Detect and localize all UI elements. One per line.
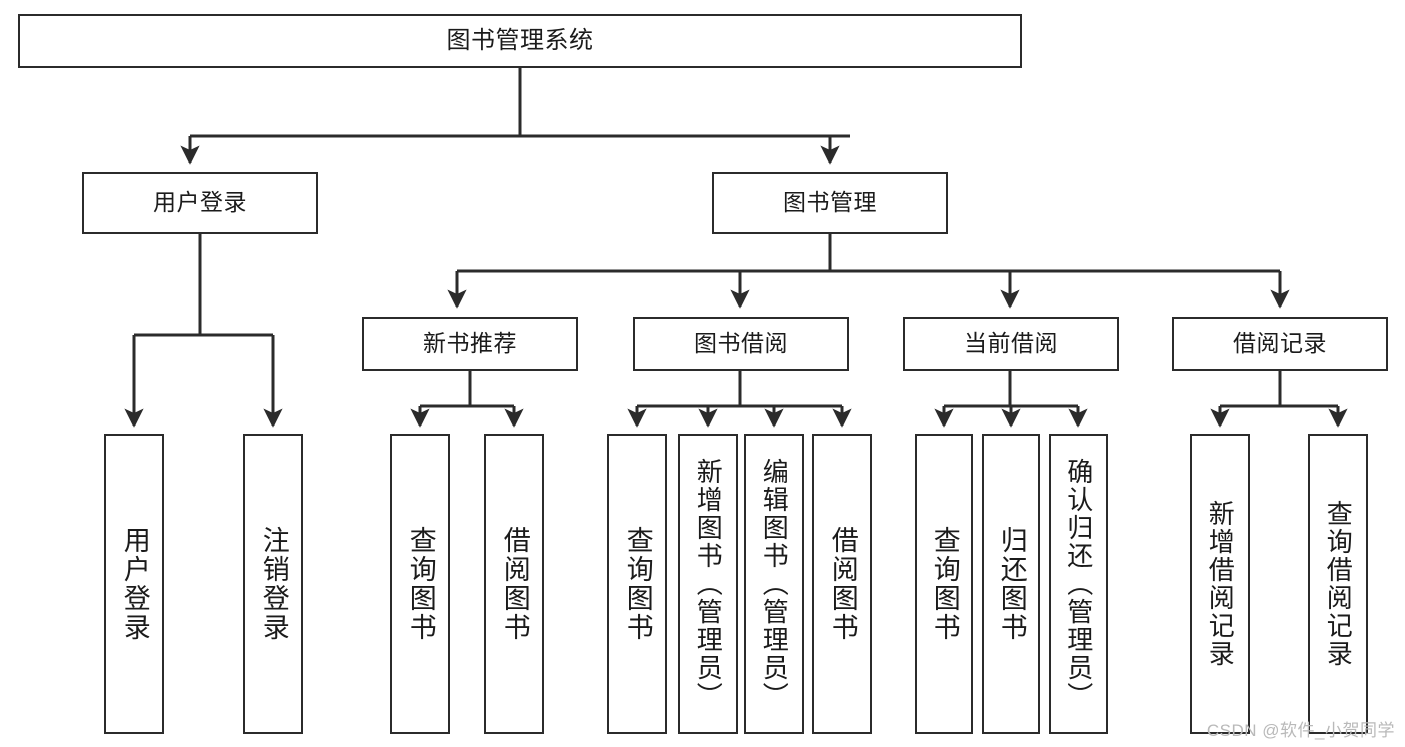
watermark-text: CSDN @软件_小贺同学 <box>1206 721 1395 740</box>
node-label: 编辑图书（管理员） <box>759 458 790 710</box>
node-label: 新书推荐 <box>423 330 517 357</box>
node-borrow-record[interactable]: 借阅记录 <box>1172 317 1388 371</box>
node-label: 查询图书 <box>622 526 653 642</box>
node-leaf-confirm-return[interactable]: 确认归还（管理员） <box>1049 434 1108 734</box>
node-label: 当前借阅 <box>964 330 1058 357</box>
node-label: 新增图书（管理员） <box>693 458 724 710</box>
node-leaf-borrow-book-1[interactable]: 借阅图书 <box>484 434 544 734</box>
node-leaf-add-record[interactable]: 新增借阅记录 <box>1190 434 1250 734</box>
node-current-borrow[interactable]: 当前借阅 <box>903 317 1119 371</box>
node-label: 查询借阅记录 <box>1323 500 1354 668</box>
node-label: 确认归还（管理员） <box>1063 458 1094 710</box>
node-book-management[interactable]: 图书管理 <box>712 172 948 234</box>
node-leaf-user-login[interactable]: 用户登录 <box>104 434 164 734</box>
node-new-book-recommend[interactable]: 新书推荐 <box>362 317 578 371</box>
node-leaf-query-record[interactable]: 查询借阅记录 <box>1308 434 1368 734</box>
node-label: 查询图书 <box>405 526 436 642</box>
node-label: 新增借阅记录 <box>1205 500 1236 668</box>
node-label: 注销登录 <box>258 526 289 642</box>
node-label: 查询图书 <box>929 526 960 642</box>
node-label: 借阅图书 <box>499 526 530 642</box>
node-label: 用户登录 <box>153 189 247 216</box>
node-label: 借阅图书 <box>827 526 858 642</box>
node-label: 图书管理系统 <box>446 26 594 54</box>
node-label: 图书借阅 <box>694 330 788 357</box>
node-leaf-add-book[interactable]: 新增图书（管理员） <box>678 434 738 734</box>
node-user-login[interactable]: 用户登录 <box>82 172 318 234</box>
node-leaf-query-book-3[interactable]: 查询图书 <box>915 434 973 734</box>
node-root-system[interactable]: 图书管理系统 <box>18 14 1022 68</box>
node-label: 归还图书 <box>996 526 1027 642</box>
node-label: 用户登录 <box>119 526 150 642</box>
node-label: 借阅记录 <box>1233 330 1327 357</box>
node-label: 图书管理 <box>783 189 877 216</box>
node-leaf-borrow-book-2[interactable]: 借阅图书 <box>812 434 872 734</box>
node-leaf-edit-book[interactable]: 编辑图书（管理员） <box>744 434 804 734</box>
node-leaf-query-book-2[interactable]: 查询图书 <box>607 434 667 734</box>
node-book-borrow[interactable]: 图书借阅 <box>633 317 849 371</box>
node-leaf-query-book-1[interactable]: 查询图书 <box>390 434 450 734</box>
node-leaf-return-book[interactable]: 归还图书 <box>982 434 1040 734</box>
node-leaf-logout-login[interactable]: 注销登录 <box>243 434 303 734</box>
